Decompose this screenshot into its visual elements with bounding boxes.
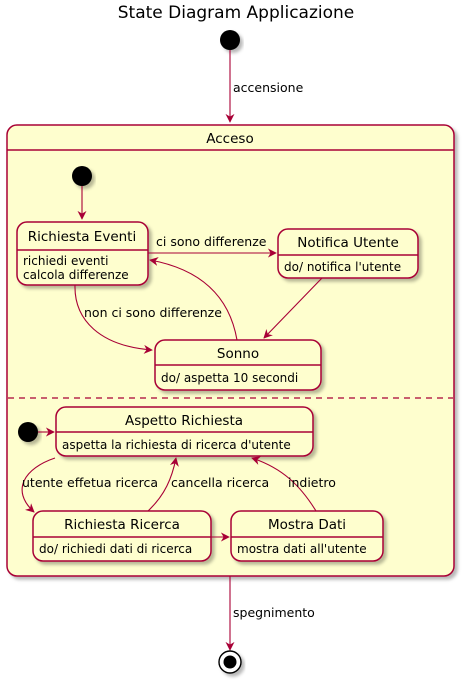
transition-notifica-to-sonno <box>263 277 323 339</box>
state-mostra-dati: Mostra Dati mostra dati all'utente <box>230 510 384 562</box>
transition-non-ci-sono-differenze <box>74 284 153 354</box>
state-activity-line: calcola differenze <box>23 268 129 282</box>
state-name: Sonno <box>217 346 259 362</box>
state-notifica-utente: Notifica Utente do/ notifica l'utente <box>277 228 419 279</box>
state-aspetto-richiesta: Aspetto Richiesta aspetta la richiesta d… <box>55 406 314 457</box>
final-state <box>218 650 242 674</box>
state-name: Richiesta Ricerca <box>64 517 180 533</box>
state-activity-line: do/ aspetta 10 secondi <box>161 371 298 385</box>
initial-state-top <box>220 30 240 50</box>
state-activity-line: do/ richiedi dati di ricerca <box>39 542 192 556</box>
state-activity-line: do/ notifica l'utente <box>284 260 401 274</box>
label-cancella-ricerca: cancella ricerca <box>171 475 269 490</box>
state-activity-line: mostra dati all'utente <box>237 542 367 556</box>
state-sonno: Sonno do/ aspetta 10 secondi <box>154 339 322 391</box>
state-name: Notifica Utente <box>297 235 399 251</box>
state-name: Richiesta Eventi <box>28 229 136 245</box>
transition-utente-effetua-ricerca <box>21 457 56 513</box>
label-ci-sono-differenze: ci sono differenze <box>156 234 267 249</box>
state-name: Mostra Dati <box>268 517 346 533</box>
label-utente-effetua-ricerca: utente effetua ricerca <box>22 475 158 490</box>
diagram-title: State Diagram Applicazione <box>118 3 355 23</box>
state-richiesta-eventi: Richiesta Eventi richiedi eventi calcola… <box>16 221 149 286</box>
state-activity-line: richiedi eventi <box>23 254 108 268</box>
label-non-ci-sono-differenze: non ci sono differenze <box>84 305 222 320</box>
state-name: Aspetto Richiesta <box>125 413 243 429</box>
initial-state-region1 <box>72 166 92 186</box>
state-activity-line: aspetta la richiesta di ricerca d'utente <box>62 438 291 452</box>
transition-sonno-to-richiesta-eventi <box>149 257 238 341</box>
label-indietro: indietro <box>288 475 336 490</box>
transition-indietro <box>251 456 317 512</box>
label-accensione: accensione <box>233 80 304 95</box>
state-richiesta-ricerca: Richiesta Ricerca do/ richiedi dati di r… <box>32 510 212 562</box>
composite-state-name: Acceso <box>206 131 253 147</box>
initial-state-region2 <box>18 422 38 442</box>
label-spegnimento: spegnimento <box>233 605 315 620</box>
transition-cancella-ricerca <box>147 457 179 512</box>
